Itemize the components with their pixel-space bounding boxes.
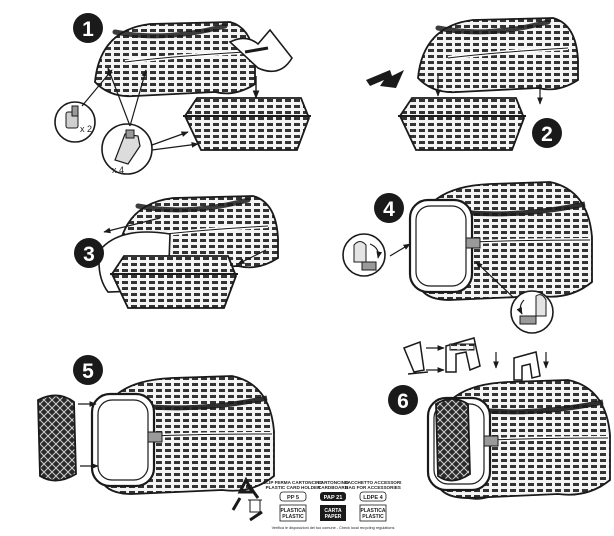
recycle-bin-icon [231,476,263,522]
carrier-base [397,97,527,151]
carrier-base [182,97,312,151]
svg-text:x 2: x 2 [80,124,92,134]
large-clip-callout: x 4 [101,123,153,175]
recycling-column-pap21: CARTONCINO CARDBOARD PAP 21 CARTA PAPER [317,480,349,521]
step-3: 3 [74,196,278,309]
carrier-assembled [92,376,274,494]
svg-text:x 4: x 4 [112,165,124,175]
step-6-badge: 6 [388,385,418,415]
recycling-column-ldpe4: SACCHETTO ACCESSORI BAG FOR ACCESSORIES … [345,480,402,522]
step-5-badge: 5 [73,355,103,385]
svg-text:CARTA: CARTA [324,508,342,514]
recycling-info: CLIP FERMA CARTONCINO PLASTIC CARD HOLDE… [231,476,402,530]
carrier-top-shell [418,18,578,92]
svg-text:PLASTIC: PLASTIC [362,514,384,520]
svg-text:CLIP FERMA CARTONCINO: CLIP FERMA CARTONCINO [263,480,324,485]
step-4-badge: 4 [374,193,404,223]
step-4: 4 [342,182,592,334]
svg-text:5: 5 [82,360,94,383]
carrier-assembled [410,182,592,300]
svg-text:1: 1 [82,18,94,41]
svg-text:4: 4 [383,198,395,221]
recycling-footer: Verifica le disposizioni del tuo comune … [272,526,395,530]
recycling-column-pp5: CLIP FERMA CARTONCINO PLASTIC CARD HOLDE… [263,480,324,522]
step-3-arrows [103,217,267,265]
handle-parts [403,337,541,381]
step-2-badge: 2 [532,118,562,148]
step-2: 2 [366,18,578,151]
slide-arrow [366,70,404,88]
svg-text:SACCHETTO ACCESSORI: SACCHETTO ACCESSORI [345,480,402,485]
svg-text:PLASTICA: PLASTICA [281,508,306,514]
step-3-badge: 3 [74,238,104,268]
svg-text:PAP 21: PAP 21 [324,495,343,501]
step-1: 1 x 2 x 4 [54,13,312,175]
latch-closed-callout [510,290,554,334]
svg-text:LDPE 4: LDPE 4 [363,495,383,501]
step-1-badge: 1 [73,13,103,43]
carrier-base [109,255,239,309]
svg-text:PLASTIC CARD HOLDER: PLASTIC CARD HOLDER [266,485,322,490]
svg-text:PLASTIC: PLASTIC [282,514,304,520]
svg-text:CARTONCINO: CARTONCINO [317,480,348,485]
svg-text:6: 6 [397,390,409,413]
svg-text:CARDBOARD: CARDBOARD [318,485,349,490]
mesh-door [435,398,471,482]
step-4-arrows [389,243,515,299]
step-5: 5 [37,355,274,494]
step-1-arrows [81,67,199,151]
svg-text:2: 2 [541,123,553,146]
svg-text:BAG FOR ACCESSORIES: BAG FOR ACCESSORIES [345,485,401,490]
step-2-arrows [435,76,543,105]
small-clip-callout: x 2 [54,101,96,143]
step-5-arrows [78,401,99,469]
svg-text:3: 3 [83,243,95,266]
hinge-clip-callout [228,28,293,99]
step-6: 6 [388,337,610,499]
svg-text:PAPER: PAPER [325,514,342,520]
carrier-top-shell [95,22,255,96]
svg-text:PP 5: PP 5 [287,495,299,501]
svg-text:PLASTICA: PLASTICA [361,508,386,514]
latch-open-callout [342,233,386,277]
mesh-door [37,394,77,482]
